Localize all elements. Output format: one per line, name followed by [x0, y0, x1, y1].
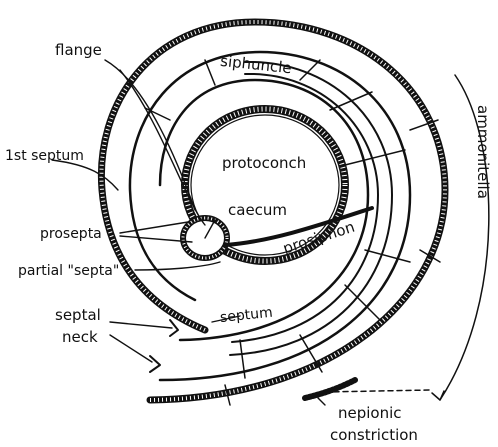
label-partial-septa: partial "septa" — [18, 263, 119, 279]
ammonitella-arrowhead — [432, 391, 444, 400]
label-prosepta: prosepta — [40, 226, 102, 242]
nepionic-dashed-line — [325, 390, 430, 392]
label-flange: flange — [55, 41, 102, 59]
septal-neck-hook-2 — [150, 356, 160, 372]
nepionic-constriction-mark — [305, 380, 355, 398]
label-septal-neck-2: neck — [62, 328, 98, 346]
label-septal-neck-1: septal — [55, 306, 101, 324]
label-protoconch: protoconch — [222, 154, 306, 172]
label-siphuncle: siphuncle — [219, 52, 292, 77]
label-septum: septum — [219, 305, 273, 326]
label-first-septum: 1st septum — [5, 148, 84, 164]
label-nepionic-1: nepionic — [338, 404, 402, 422]
label-ammonitella: ammonitella — [474, 105, 492, 199]
label-nepionic-2: constriction — [330, 426, 418, 444]
label-caecum: caecum — [228, 201, 287, 219]
